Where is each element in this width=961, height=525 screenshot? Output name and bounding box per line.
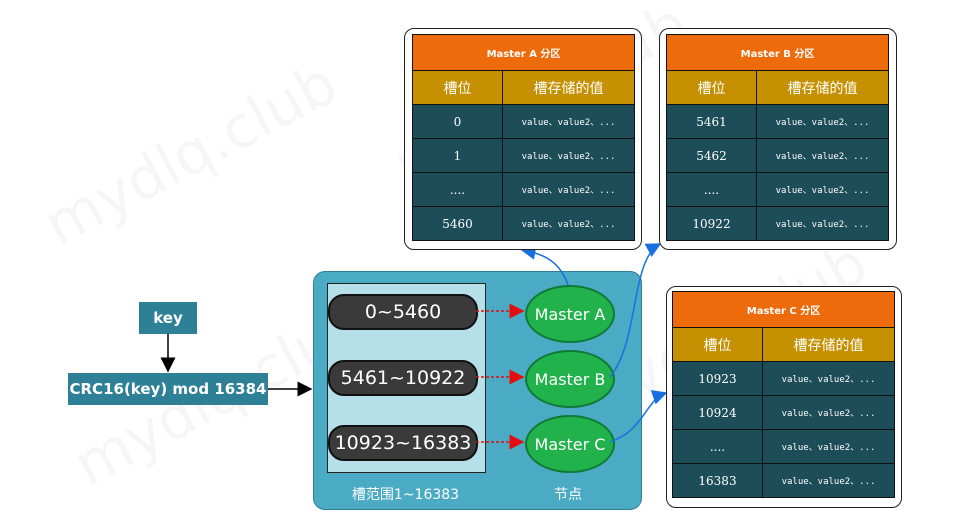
node-caption: 节点 — [554, 487, 582, 503]
slot-range-a: 0~5460 — [328, 294, 478, 330]
table-c-header-value: 槽存储的值 — [761, 327, 896, 362]
master-c-node: Master C — [525, 415, 615, 473]
table-c-header-slot: 槽位 — [672, 327, 763, 362]
key-label: key — [153, 309, 183, 327]
master-b-node: Master B — [525, 350, 615, 408]
slot-range-caption: 槽范围1~16383 — [351, 487, 460, 503]
table-row: ....value、value2、... — [412, 172, 636, 207]
table-b-header-value: 槽存储的值 — [755, 70, 890, 105]
table-row: ....value、value2、... — [672, 429, 896, 464]
slot-range-b: 5461~10922 — [328, 360, 478, 396]
master-a-to-table-a-arrow — [520, 244, 569, 286]
master-b-to-table-b-arrow — [609, 243, 662, 378]
hash-function-box: CRC16(key) mod 16384 — [68, 373, 268, 405]
master-c-to-table-c-arrow — [609, 390, 668, 443]
table-a-header-value: 槽存储的值 — [501, 70, 636, 105]
table-a-title: Master A 分区 — [411, 34, 636, 71]
key-box: key — [139, 302, 197, 334]
table-b-header-slot: 槽位 — [666, 70, 757, 105]
hash-function-label: CRC16(key) mod 16384 — [69, 380, 267, 398]
slot-range-c: 10923~16383 — [328, 425, 478, 461]
table-a-header-slot: 槽位 — [412, 70, 503, 105]
master-a-node: Master A — [525, 285, 615, 343]
table-b-title: Master B 分区 — [665, 34, 890, 71]
table-row: ....value、value2、... — [666, 172, 890, 207]
table-c-title: Master C 分区 — [671, 291, 896, 328]
